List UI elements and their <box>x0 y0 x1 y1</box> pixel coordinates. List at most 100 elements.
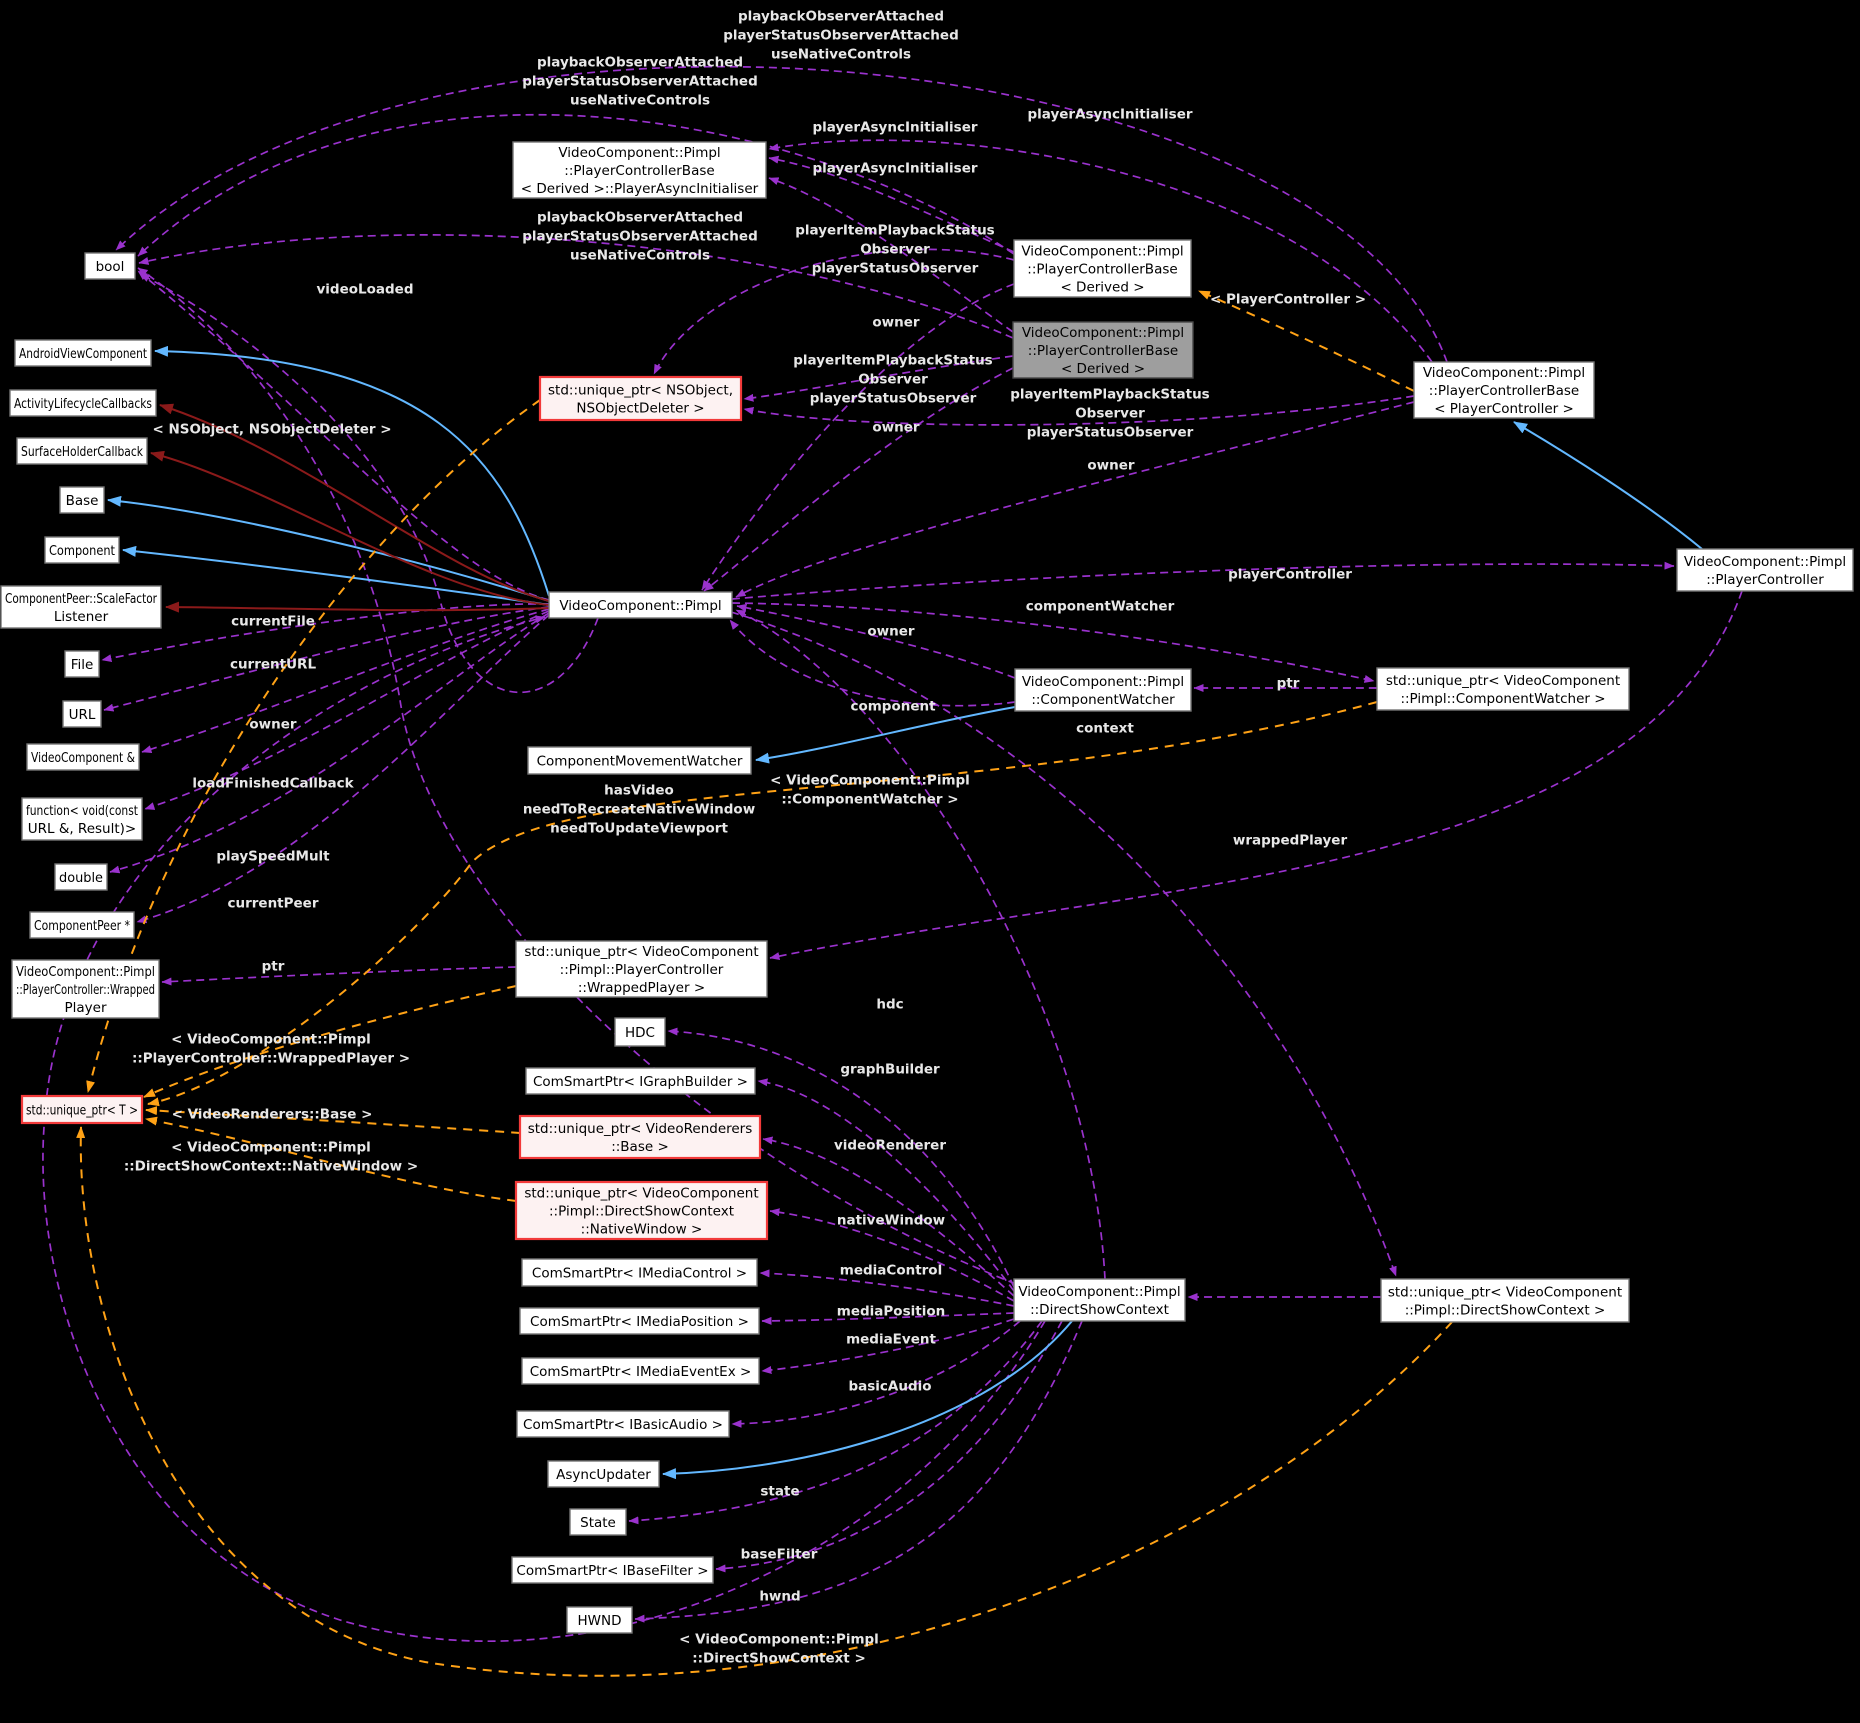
edge-label-text-l-mediaevent-0: mediaEvent <box>846 1332 936 1348</box>
node-box-com-ibasicaudio[interactable] <box>516 1410 730 1438</box>
node-box-scale-factor-listener[interactable] <box>0 585 162 629</box>
node-pcb-derived-white[interactable]: VideoComponent::Pimpl::PlayerControllerB… <box>1013 239 1192 298</box>
node-box-component-watcher[interactable] <box>1014 668 1192 712</box>
node-com-ibasefilter[interactable]: ComSmartPtr< IBaseFilter > <box>511 1556 714 1584</box>
node-com-imediacontrol[interactable]: ComSmartPtr< IMediaControl > <box>521 1258 758 1287</box>
edge-o-wrapped <box>143 985 517 1098</box>
node-box-component-movement-watcher[interactable] <box>527 746 752 775</box>
node-unique-ptr-dsc[interactable]: std::unique_ptr< VideoComponent::Pimpl::… <box>1380 1278 1630 1323</box>
nodes-layer: boolAndroidViewComponentActivityLifecycl… <box>0 141 1854 1634</box>
node-url[interactable]: URL <box>62 700 102 728</box>
node-label-unique-ptr-wrapped-player-1: ::Pimpl::PlayerController <box>560 962 724 978</box>
node-base[interactable]: Base <box>59 486 105 514</box>
node-box-async-updater[interactable] <box>547 1460 660 1488</box>
node-box-bool[interactable] <box>84 252 136 280</box>
node-box-url[interactable] <box>62 700 102 728</box>
node-box-android-view-component[interactable] <box>14 339 152 367</box>
node-component-watcher[interactable]: VideoComponent::Pimpl::ComponentWatcher <box>1014 668 1192 712</box>
node-double[interactable]: double <box>54 863 108 891</box>
node-unique-ptr-videorenderers[interactable]: std::unique_ptr< VideoRenderers::Base > <box>518 1114 762 1160</box>
node-pcb-playercontroller[interactable]: VideoComponent::Pimpl::PlayerControllerB… <box>1413 361 1595 419</box>
edge-r-alc <box>159 403 550 602</box>
node-box-pcb-derived-white[interactable] <box>1013 239 1192 298</box>
node-box-unique-ptr-t[interactable] <box>20 1094 144 1125</box>
node-box-wrapped-player[interactable] <box>11 959 160 1019</box>
node-box-com-imediaposition[interactable] <box>519 1307 760 1335</box>
node-box-unique-ptr-wrapped-player[interactable] <box>515 940 768 998</box>
node-box-player-controller[interactable] <box>1676 548 1854 592</box>
node-player-async-initialiser[interactable]: VideoComponent::Pimpl::PlayerControllerB… <box>512 141 767 199</box>
node-box-com-ibasefilter[interactable] <box>511 1556 714 1584</box>
node-label-double-0: double <box>59 870 103 886</box>
node-bool[interactable]: bool <box>84 252 136 280</box>
node-box-pcb-derived-gray[interactable] <box>1012 321 1194 379</box>
node-com-igraphbuilder[interactable]: ComSmartPtr< IGraphBuilder > <box>525 1067 756 1095</box>
node-box-com-imediaeventex[interactable] <box>521 1357 760 1385</box>
node-unique-ptr-nativewindow[interactable]: std::unique_ptr< VideoComponent::Pimpl::… <box>514 1180 769 1241</box>
node-label-com-imediaeventex-0: ComSmartPtr< IMediaEventEx > <box>530 1364 752 1380</box>
node-unique-ptr-nsobject[interactable]: std::unique_ptr< NSObject,NSObjectDelete… <box>538 375 743 422</box>
node-box-unique-ptr-nsobject[interactable] <box>538 375 743 422</box>
edge-e-playspeedmult <box>109 612 550 874</box>
edge-label-text-l-obs3-2: playerStatusObserver <box>1027 425 1194 441</box>
node-pimpl[interactable]: VideoComponent::Pimpl <box>548 591 733 619</box>
node-box-state-node[interactable] <box>569 1508 627 1536</box>
node-label-wrapped-player-2: Player <box>64 1000 106 1016</box>
node-hwnd-node[interactable]: HWND <box>566 1606 633 1634</box>
node-unique-ptr-component-watcher[interactable]: std::unique_ptr< VideoComponent::Pimpl::… <box>1376 667 1630 711</box>
node-label-unique-ptr-wrapped-player-0: std::unique_ptr< VideoComponent <box>524 944 758 960</box>
node-label-file-0: File <box>71 657 94 673</box>
edge-label-text-t-nsobject-0: < NSObject, NSObjectDeleter > <box>152 422 391 438</box>
node-android-view-component[interactable]: AndroidViewComponent <box>14 339 152 367</box>
node-video-component-ref[interactable]: VideoComponent & <box>26 743 140 771</box>
node-direct-show-context[interactable]: VideoComponent::Pimpl::DirectShowContext <box>1013 1278 1186 1322</box>
node-unique-ptr-t[interactable]: std::unique_ptr< T > <box>20 1094 144 1125</box>
node-component[interactable]: Component <box>44 536 120 564</box>
node-box-surface-holder-callback[interactable] <box>16 437 148 465</box>
node-activity-lifecycle-callbacks[interactable]: ActivityLifecycleCallbacks <box>9 389 157 417</box>
node-file[interactable]: File <box>64 650 100 678</box>
node-box-unique-ptr-dsc[interactable] <box>1380 1278 1630 1323</box>
node-com-imediaposition[interactable]: ComSmartPtr< IMediaPosition > <box>519 1307 760 1335</box>
node-box-video-component-ref[interactable] <box>26 743 140 771</box>
node-box-player-async-initialiser[interactable] <box>512 141 767 199</box>
edge-e-context <box>730 611 1397 1277</box>
edge-label-text-t-native-0: < VideoComponent::Pimpl <box>171 1140 371 1156</box>
node-box-hdc-node[interactable] <box>614 1017 666 1047</box>
node-component-movement-watcher[interactable]: ComponentMovementWatcher <box>527 746 752 775</box>
edge-label-l-state: state <box>760 1484 799 1500</box>
node-box-unique-ptr-nativewindow[interactable] <box>514 1180 769 1241</box>
edge-e-pai2 <box>768 155 1015 253</box>
node-box-file[interactable] <box>64 650 100 678</box>
node-box-component-peer-ptr[interactable] <box>29 911 135 939</box>
node-box-unique-ptr-videorenderers[interactable] <box>518 1114 762 1160</box>
node-unique-ptr-wrapped-player[interactable]: std::unique_ptr< VideoComponent::Pimpl::… <box>515 940 768 998</box>
node-box-com-imediacontrol[interactable] <box>521 1258 758 1287</box>
node-async-updater[interactable]: AsyncUpdater <box>547 1460 660 1488</box>
edge-label-text-l-loadfinished-0: loadFinishedCallback <box>192 776 354 792</box>
node-wrapped-player[interactable]: VideoComponent::Pimpl::PlayerController:… <box>11 959 160 1019</box>
node-player-controller[interactable]: VideoComponent::Pimpl::PlayerController <box>1676 548 1854 592</box>
node-box-base[interactable] <box>59 486 105 514</box>
node-com-ibasicaudio[interactable]: ComSmartPtr< IBasicAudio > <box>516 1410 730 1438</box>
node-box-unique-ptr-component-watcher[interactable] <box>1376 667 1630 711</box>
node-pcb-derived-gray[interactable]: VideoComponent::Pimpl::PlayerControllerB… <box>1012 321 1194 379</box>
edge-label-text-l-mediacontrol-0: mediaControl <box>840 1263 942 1279</box>
node-box-direct-show-context[interactable] <box>1013 1278 1186 1322</box>
node-state-node[interactable]: State <box>569 1508 627 1536</box>
node-box-com-igraphbuilder[interactable] <box>525 1067 756 1095</box>
node-box-component[interactable] <box>44 536 120 564</box>
node-box-pimpl[interactable] <box>548 591 733 619</box>
node-hdc-node[interactable]: HDC <box>614 1017 666 1047</box>
node-component-peer-ptr[interactable]: ComponentPeer * <box>29 911 135 939</box>
node-box-double[interactable] <box>54 863 108 891</box>
node-surface-holder-callback[interactable]: SurfaceHolderCallback <box>16 437 148 465</box>
edge-label-text-l-owner1-0: owner <box>872 315 920 331</box>
node-box-function-void[interactable] <box>21 797 143 841</box>
node-box-activity-lifecycle-callbacks[interactable] <box>9 389 157 417</box>
node-box-pcb-playercontroller[interactable] <box>1413 361 1595 419</box>
node-com-imediaeventex[interactable]: ComSmartPtr< IMediaEventEx > <box>521 1357 760 1385</box>
node-box-hwnd-node[interactable] <box>566 1606 633 1634</box>
